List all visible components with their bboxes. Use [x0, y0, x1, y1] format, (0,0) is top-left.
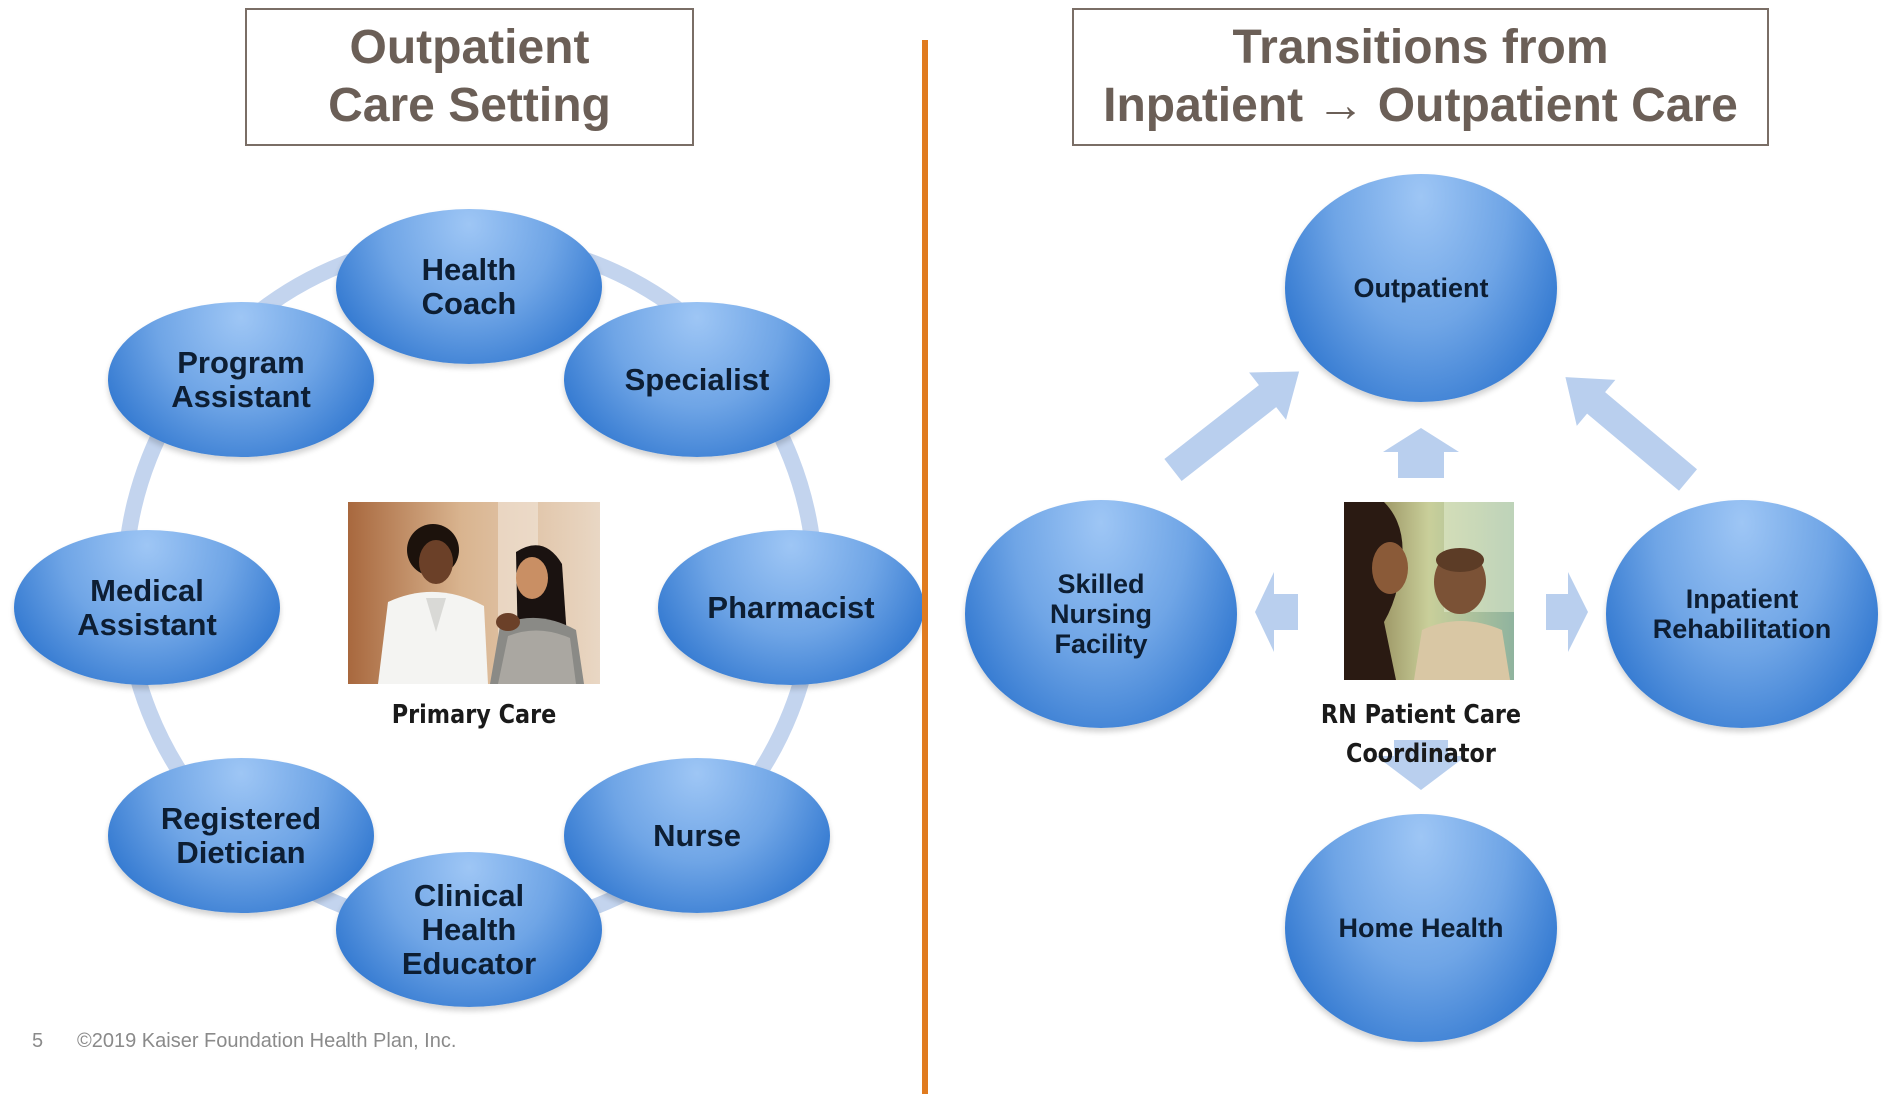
- node-skilled-nursing-facility-label: Skilled Nursing Facility: [1049, 569, 1152, 659]
- coordinator-caption: RN Patient Care Coordinator: [1314, 696, 1529, 774]
- node-medical-assistant: Medical Assistant: [14, 530, 280, 685]
- page-number: 5: [32, 1030, 44, 1052]
- transition-arrows: [1164, 371, 1697, 790]
- node-registered-dietician-label: Registered Dietician: [160, 800, 322, 870]
- left-title-line-2: Care Setting: [328, 79, 611, 132]
- coordinator-caption-line-2: Coordinator: [1346, 739, 1496, 769]
- primary-care-caption: Primary Care: [391, 700, 557, 730]
- node-specialist: Specialist: [564, 302, 830, 457]
- node-registered-dietician: Registered Dietician: [108, 758, 374, 913]
- primary-care-photo: [348, 502, 600, 684]
- node-home-health: Home Health: [1285, 814, 1557, 1042]
- node-specialist-label: Specialist: [624, 361, 770, 397]
- node-health-coach: Health Coach: [336, 209, 602, 364]
- right-title-line-1: Transitions from: [1232, 21, 1609, 74]
- node-clinical-health-educator: Clinical Health Educator: [336, 852, 602, 1007]
- node-clinical-health-educator-label: Clinical Health Educator: [401, 877, 537, 981]
- arrow-rehab-to-outpatient: [1565, 377, 1697, 491]
- arrow-coordinator-to-outpatient: [1383, 428, 1459, 478]
- right-title-box: Transitions from Inpatient → Outpatient …: [1072, 8, 1769, 146]
- arrow-coordinator-to-snf: [1255, 572, 1298, 652]
- node-outpatient: Outpatient: [1285, 174, 1557, 402]
- right-title-line-2: Inpatient → Outpatient Care: [1103, 79, 1738, 132]
- copyright-text: ©2019 Kaiser Foundation Health Plan, Inc…: [77, 1030, 457, 1052]
- node-inpatient-rehabilitation-label: Inpatient Rehabilitation: [1652, 584, 1832, 644]
- left-title-line-1: Outpatient: [349, 21, 590, 74]
- node-medical-assistant-label: Medical Assistant: [77, 572, 217, 642]
- node-nurse: Nurse: [564, 758, 830, 913]
- node-inpatient-rehabilitation: Inpatient Rehabilitation: [1606, 500, 1878, 728]
- node-pharmacist: Pharmacist: [658, 530, 924, 685]
- node-pharmacist-label: Pharmacist: [707, 589, 875, 625]
- left-title-box: Outpatient Care Setting: [245, 8, 694, 146]
- arrow-coordinator-to-home-health: [1376, 740, 1466, 790]
- node-nurse-label: Nurse: [653, 817, 741, 853]
- coordinator-caption-line-1: RN Patient Care: [1320, 700, 1522, 730]
- panel-divider: [922, 40, 928, 1094]
- coordinator-photo: [1344, 502, 1514, 680]
- node-program-assistant: Program Assistant: [108, 302, 374, 457]
- node-program-assistant-label: Program Assistant: [171, 344, 311, 414]
- arrow-snf-to-outpatient: [1164, 371, 1300, 482]
- node-home-health-label: Home Health: [1338, 913, 1504, 943]
- node-health-coach-label: Health Coach: [421, 251, 517, 321]
- node-outpatient-label: Outpatient: [1353, 273, 1489, 303]
- node-skilled-nursing-facility: Skilled Nursing Facility: [965, 500, 1237, 728]
- arrow-coordinator-to-rehab: [1546, 572, 1588, 652]
